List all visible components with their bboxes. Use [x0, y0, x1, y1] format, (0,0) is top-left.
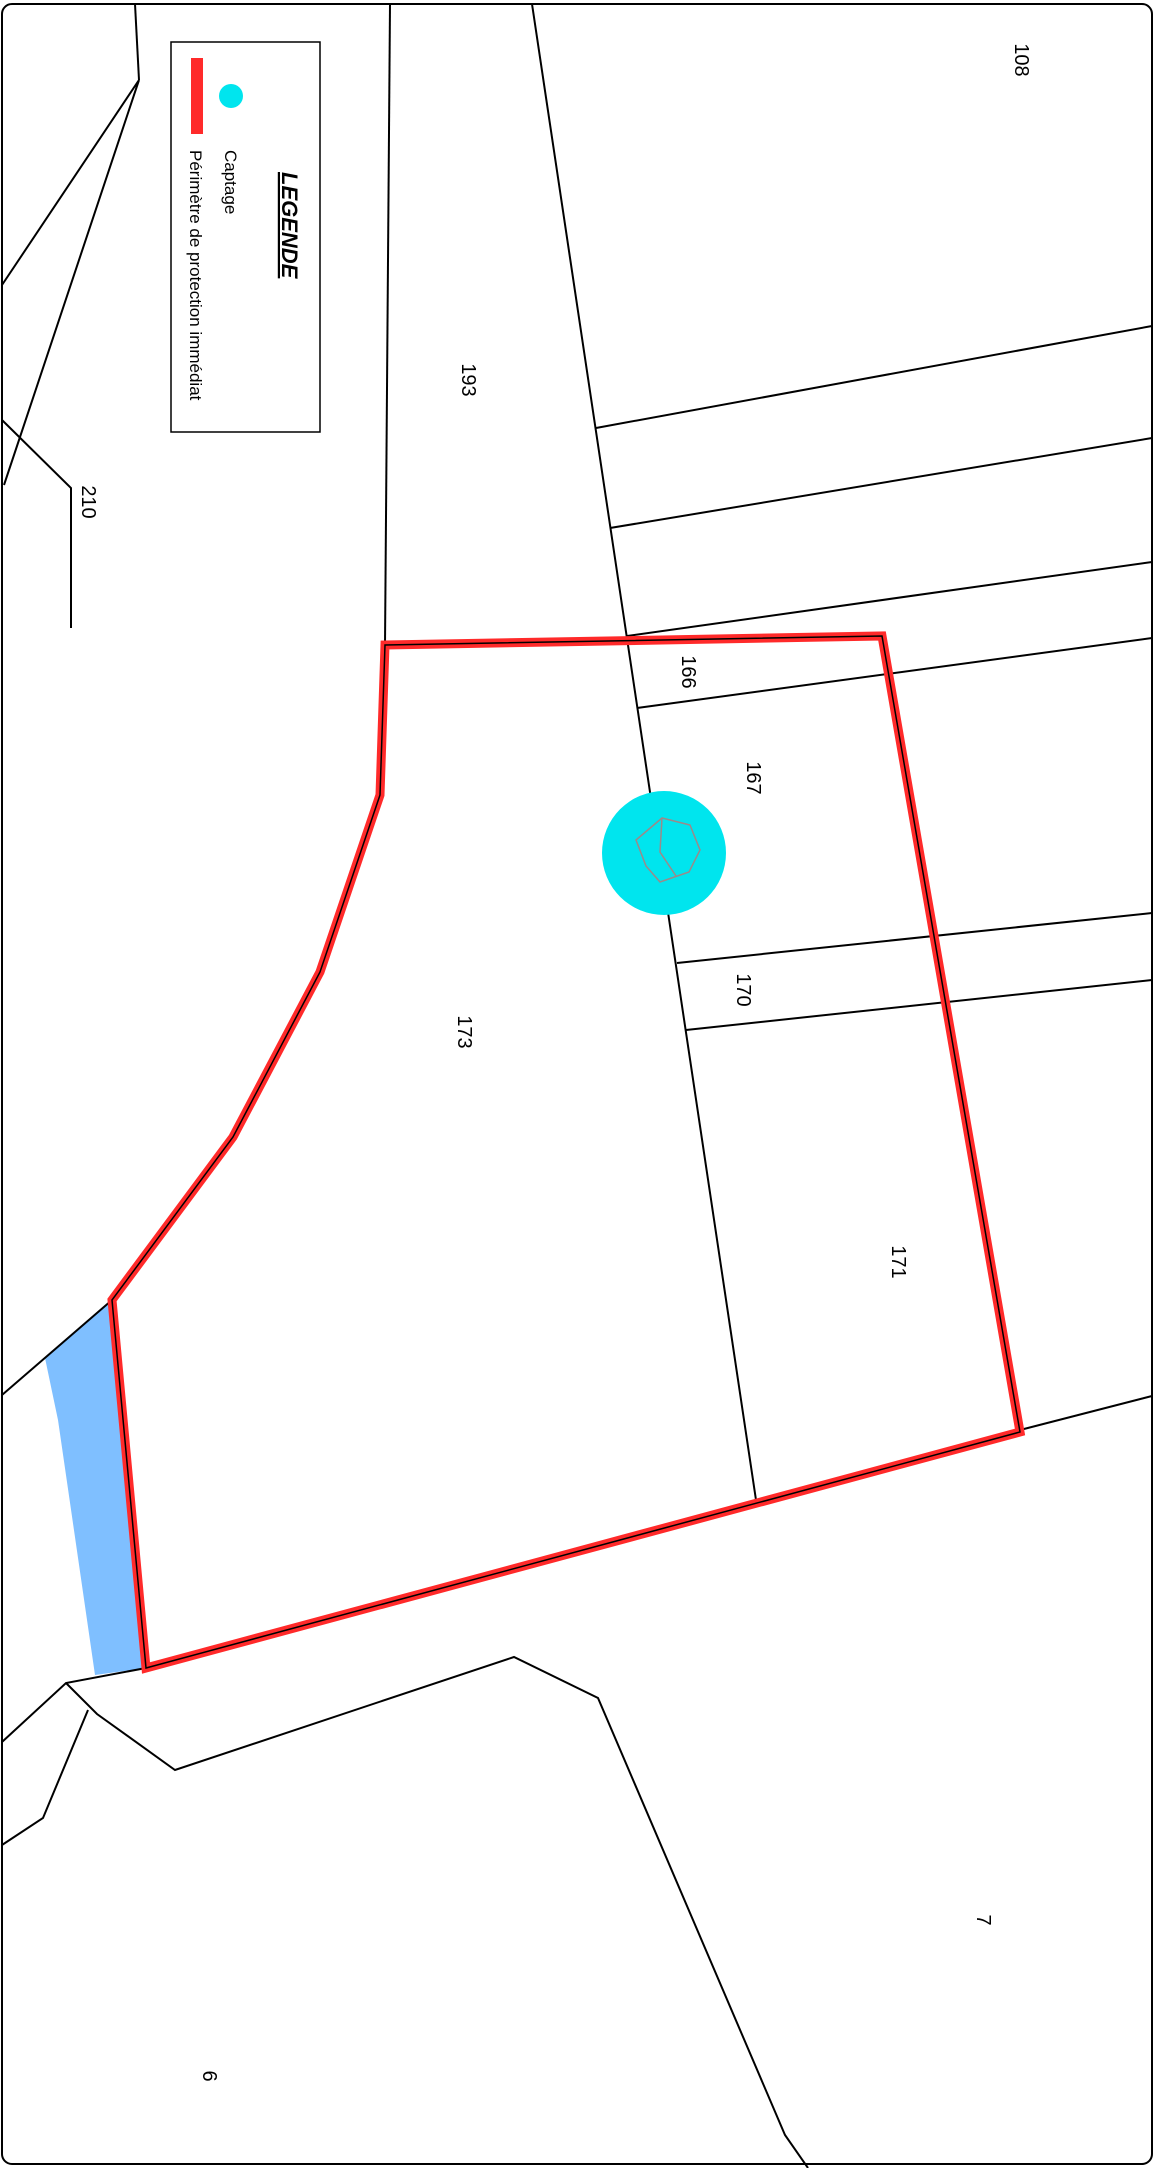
legend-title: LEGENDE: [277, 172, 302, 280]
legend-label-captage: Captage: [221, 150, 240, 214]
captage-symbol: [602, 791, 726, 915]
parcel-label-108: 108: [1010, 43, 1032, 76]
parcel-label-210: 210: [77, 485, 99, 518]
captage-legend-icon: [219, 84, 243, 108]
legend-label-perimeter: Périmètre de protection immédiat: [186, 150, 205, 401]
parcel-label-170: 170: [732, 973, 754, 1006]
map-frame: [1, 3, 1153, 2165]
parcel-label-6: 6: [198, 2070, 220, 2081]
parcel-label-173: 173: [453, 1015, 475, 1048]
parcel-label-193: 193: [457, 363, 479, 396]
water-area: [45, 1300, 146, 1675]
perimeter-legend-icon: [191, 58, 203, 134]
legend: LEGENDE Captage Périmètre de protection …: [170, 41, 321, 433]
protection-perimeter: [107, 631, 1026, 1674]
parcel-label-166: 166: [677, 655, 699, 688]
parcel-labels: 108 193 210 166 167 170 173 171 7 6: [77, 43, 1032, 2081]
parcel-label-171: 171: [887, 1245, 909, 1278]
parcel-label-167: 167: [742, 761, 764, 794]
parcel-label-7: 7: [972, 1914, 994, 1925]
parcel-lines: [1, 3, 1153, 2168]
